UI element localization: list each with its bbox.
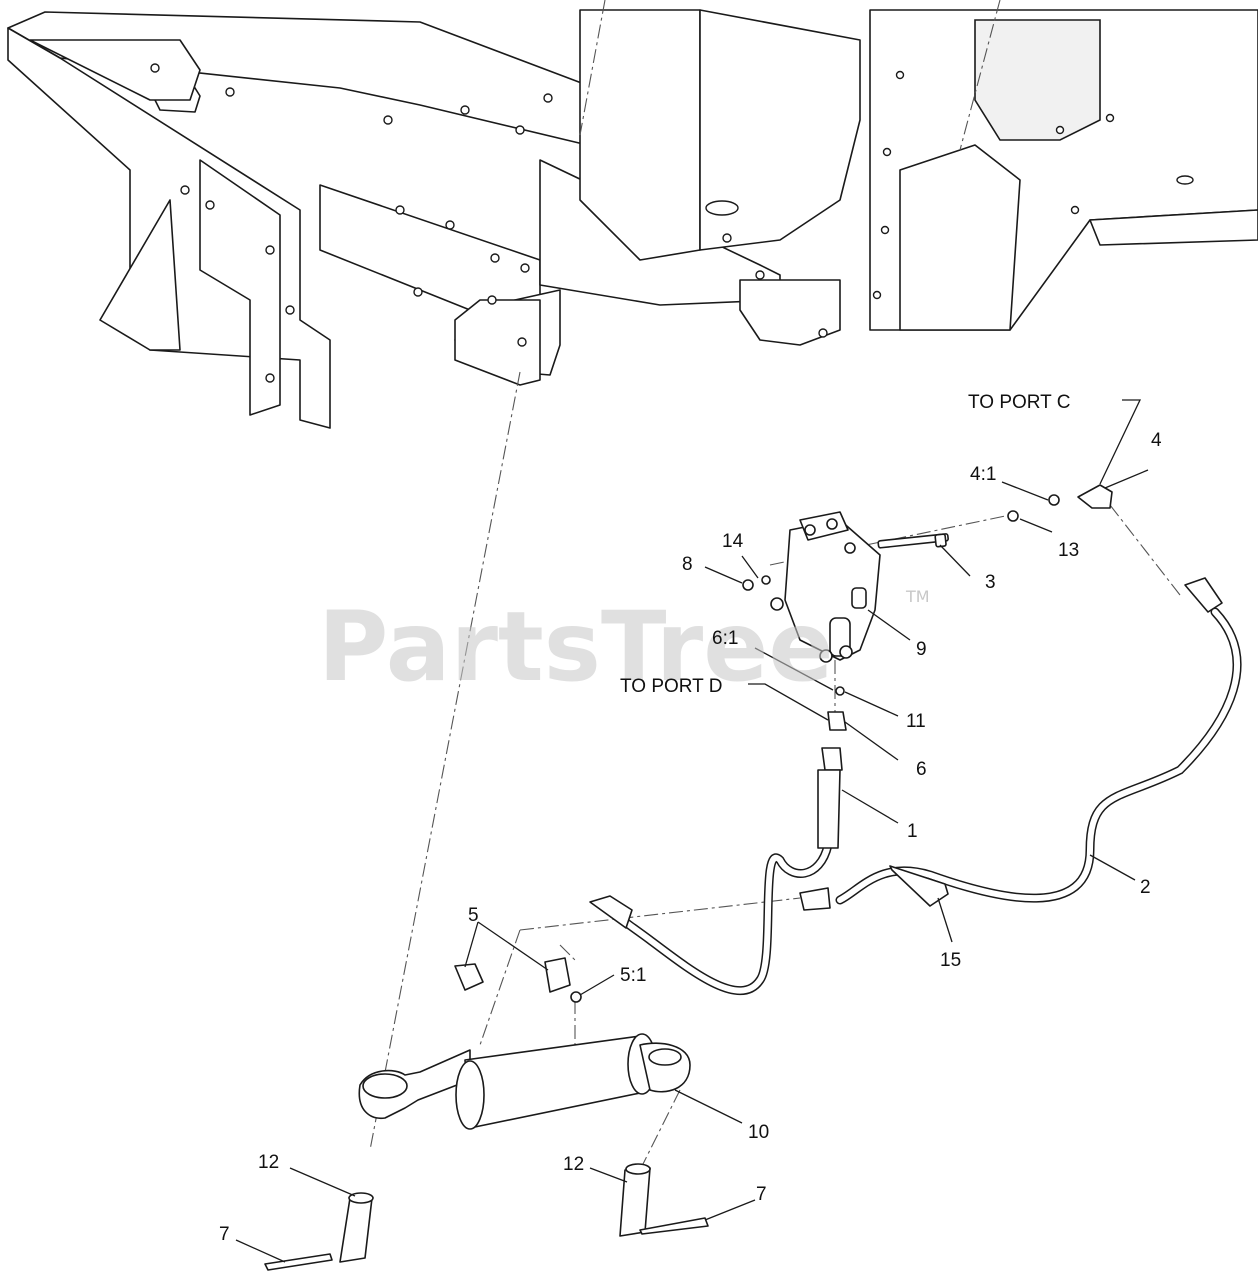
watermark-trademark: TM xyxy=(905,587,930,606)
callout-13[interactable]: 13 xyxy=(1058,540,1079,561)
pins-and-cotters xyxy=(264,1163,709,1271)
hydraulic-hoses xyxy=(607,607,1242,996)
watermark: PartsTree TM xyxy=(318,587,930,703)
callout-5-1[interactable]: 5:1 xyxy=(620,965,646,986)
callout-8[interactable]: 8 xyxy=(682,554,693,575)
callout-6[interactable]: 6 xyxy=(916,759,927,780)
callout-6-1[interactable]: 6:1 xyxy=(712,628,738,649)
callout-7-left[interactable]: 7 xyxy=(219,1224,230,1245)
callout-4-1[interactable]: 4:1 xyxy=(970,464,996,485)
callout-12-right[interactable]: 12 xyxy=(563,1154,584,1175)
callout-7-right[interactable]: 7 xyxy=(756,1184,767,1205)
leader-lines xyxy=(235,399,1149,1263)
callout-14[interactable]: 14 xyxy=(722,531,744,552)
fittings xyxy=(454,484,1223,1003)
port-c-label: TO PORT C xyxy=(968,392,1070,413)
callout-15[interactable]: 15 xyxy=(940,950,961,971)
port-d-label: TO PORT D xyxy=(620,676,722,697)
control-valve xyxy=(770,511,881,663)
callout-1[interactable]: 1 xyxy=(907,821,918,842)
callout-11[interactable]: 11 xyxy=(906,711,926,732)
callout-10[interactable]: 10 xyxy=(748,1122,769,1143)
callout-2[interactable]: 2 xyxy=(1140,877,1151,898)
tractor-frame xyxy=(7,9,1258,429)
callout-5[interactable]: 5 xyxy=(468,905,479,926)
callout-9[interactable]: 9 xyxy=(916,639,927,660)
callout-3[interactable]: 3 xyxy=(985,572,996,593)
assembly-lines xyxy=(369,0,1181,1171)
callout-4[interactable]: 4 xyxy=(1151,430,1162,451)
hydraulic-cylinder xyxy=(358,1033,691,1130)
bolt xyxy=(877,533,949,549)
callout-12-left[interactable]: 12 xyxy=(258,1152,279,1173)
watermark-text: PartsTree xyxy=(318,591,833,703)
